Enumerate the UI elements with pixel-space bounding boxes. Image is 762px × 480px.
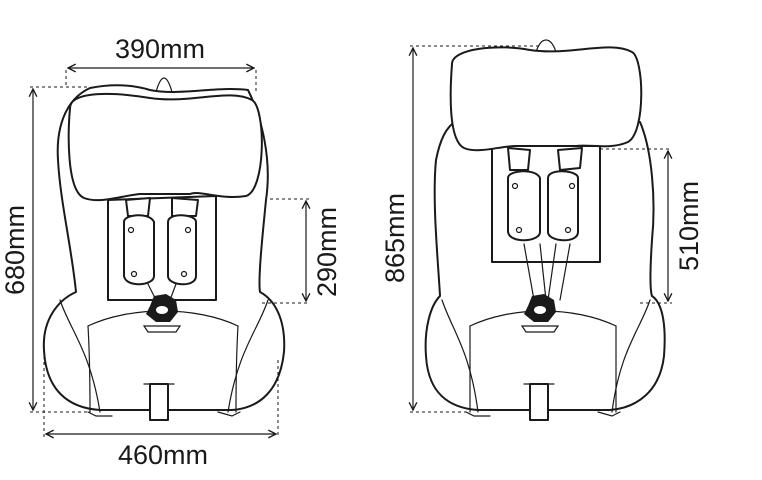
dim-bottom-width: 460mm — [118, 440, 208, 470]
shoulder-pad-right-right — [547, 170, 579, 242]
dim-headrest-height-right: 510mm — [674, 181, 704, 271]
right-dimensions: 865mm 510mm — [380, 45, 704, 413]
dim-headrest-height: 290mm — [312, 207, 342, 297]
crotch-strap-right — [529, 383, 549, 421]
dim-height-right: 865mm — [380, 193, 410, 283]
crotch-strap — [149, 383, 169, 421]
seat-shell-right — [424, 117, 666, 411]
shoulder-pad-left — [123, 214, 155, 286]
right-car-seat — [424, 39, 666, 421]
headrest — [67, 92, 263, 202]
carry-handle — [155, 77, 173, 93]
dim-top-width: 390mm — [115, 34, 205, 64]
dim-height: 680mm — [0, 205, 30, 295]
shoulder-pad-left-right — [507, 170, 541, 242]
headrest-right — [449, 46, 643, 152]
left-car-seat — [42, 77, 286, 421]
left-dimensions: 390mm 460mm 680mm 290mm — [0, 34, 342, 470]
